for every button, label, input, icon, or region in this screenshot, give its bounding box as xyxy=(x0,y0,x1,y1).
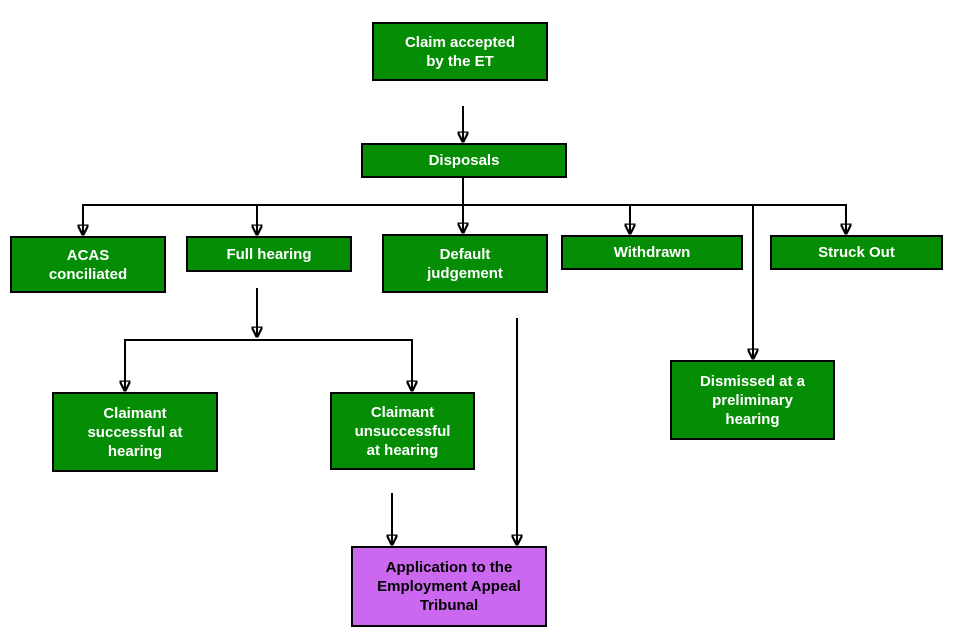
node-withdrawn: Withdrawn xyxy=(561,235,743,270)
node-claim-accepted: Claim accepted by the ET xyxy=(372,22,548,81)
node-dismissed-preliminary: Dismissed at a preliminary hearing xyxy=(670,360,835,440)
node-claimant-unsuccessful: Claimant unsuccessful at hearing xyxy=(330,392,475,470)
node-full-hearing: Full hearing xyxy=(186,236,352,272)
node-claimant-successful: Claimant successful at hearing xyxy=(52,392,218,472)
node-default-judgement: Default judgement xyxy=(382,234,548,293)
node-struck-out: Struck Out xyxy=(770,235,943,270)
node-eat-application: Application to the Employment Appeal Tri… xyxy=(351,546,547,627)
node-disposals: Disposals xyxy=(361,143,567,178)
node-acas-conciliated: ACAS conciliated xyxy=(10,236,166,293)
